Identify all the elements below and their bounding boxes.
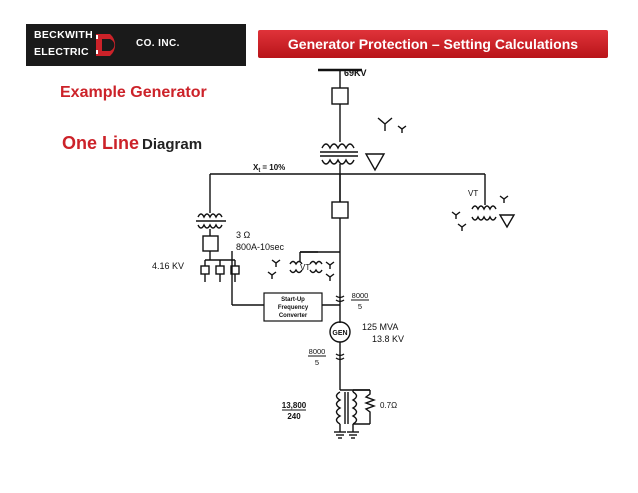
ct1-denominator: 5 xyxy=(358,302,362,311)
converter-label-1: Start-Up xyxy=(281,297,305,303)
xt-label: Xt= 10% xyxy=(253,163,285,174)
converter-label-3: Converter xyxy=(279,313,308,319)
slide-title: Generator Protection – Setting Calculati… xyxy=(287,36,579,52)
resistance-label: 3 Ω xyxy=(236,230,251,240)
breaker-rating-label: 800A-10sec xyxy=(236,242,285,252)
company-logo: BECKWITH ELECTRIC CO. INC. xyxy=(26,24,246,66)
grounding-resistor-label: 0.7Ω xyxy=(380,401,397,410)
grounding-ratio-numerator: 13,800 xyxy=(282,401,307,410)
converter-label-2: Frequency xyxy=(278,305,309,311)
slide-subtitle: Example Generator xyxy=(60,84,207,101)
grounding-ratio-denominator: 240 xyxy=(287,412,301,421)
generator-mva: 125 MVA xyxy=(362,322,398,332)
ct2-numerator: 8000 xyxy=(309,347,326,356)
center-vt-label: VT xyxy=(300,263,310,272)
section-title-black: Diagram xyxy=(142,136,203,153)
bus-voltage-label: 69KV xyxy=(344,68,367,78)
ct1-numerator: 8000 xyxy=(352,291,369,300)
logo-suffix: CO. INC. xyxy=(136,38,180,49)
logo-line2: ELECTRIC xyxy=(34,46,89,58)
title-bar: Generator Protection – Setting Calculati… xyxy=(258,30,608,58)
ct2-denominator: 5 xyxy=(315,358,319,367)
section-title-red: One Line xyxy=(62,133,140,153)
aux-voltage-label: 4.16 KV xyxy=(152,261,184,271)
logo-d-emblem xyxy=(96,34,116,56)
generator-label: GEN xyxy=(332,330,347,337)
logo-line1: BECKWITH xyxy=(34,29,93,41)
generator-kv: 13.8 KV xyxy=(372,334,404,344)
header-banner: BECKWITH ELECTRIC CO. INC. Generator Pro… xyxy=(26,24,612,66)
right-vt-label: VT xyxy=(468,189,478,198)
